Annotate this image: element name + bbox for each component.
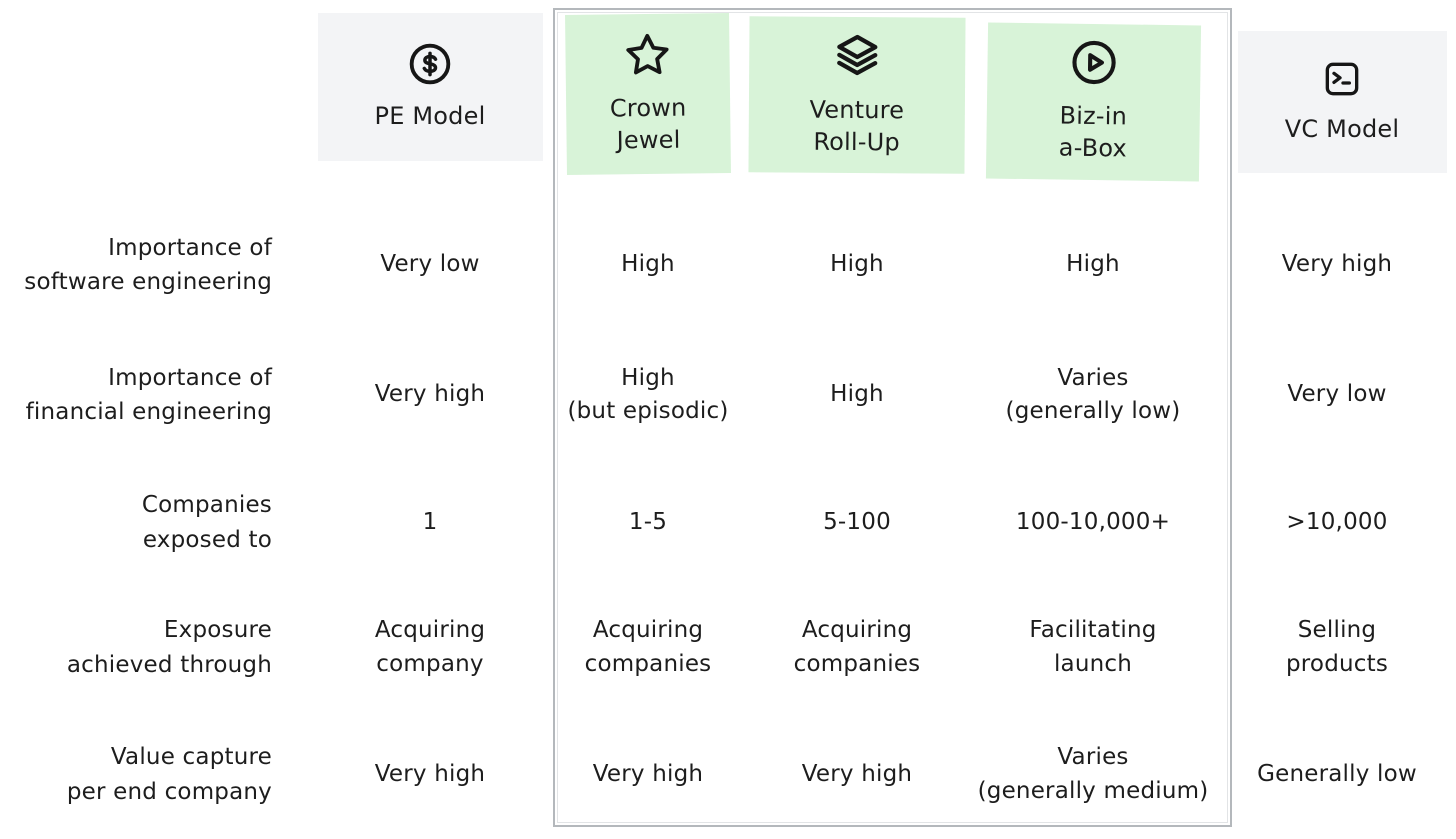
column-label: Venture Roll-Up — [809, 95, 905, 156]
biz-in-a-box-card: Biz-in a-Box — [985, 22, 1201, 182]
cell-exposure-pe: Acquiring company — [374, 617, 486, 677]
vc-model-card: VC Model — [1237, 31, 1447, 173]
cell-value-pe: Very high — [374, 760, 486, 787]
cell-companies-biz-in-a-box: 100-10,000+ — [1015, 508, 1171, 535]
cell-financial-biz-in-a-box: Varies (generally low) — [1005, 364, 1181, 424]
cell-software-biz-in-a-box: High — [1066, 251, 1120, 278]
venture-roll-up-card: Venture Roll-Up — [748, 16, 966, 174]
cell-companies-vc: >10,000 — [1286, 508, 1388, 535]
column-label: Biz-in a-Box — [1058, 101, 1127, 163]
cell-companies-venture-roll-up: 5-100 — [823, 508, 891, 535]
cell-value-crown-jewel: Very high — [592, 760, 704, 787]
cell-exposure-venture-roll-up: Acquiring companies — [793, 617, 921, 677]
column-header-pe-model: PE Model — [310, 0, 550, 200]
pe-model-card: PE Model — [317, 13, 543, 161]
star-icon — [624, 32, 671, 79]
middle-models-outline-box — [553, 8, 1232, 827]
cell-value-vc: Generally low — [1257, 760, 1417, 787]
cell-exposure-vc: Selling products — [1285, 617, 1389, 677]
cell-financial-pe: Very high — [374, 381, 486, 408]
cell-exposure-biz-in-a-box: Facilitating launch — [1029, 617, 1157, 677]
column-label: PE Model — [374, 101, 486, 130]
column-header-crown-jewel: Crown Jewel — [550, 0, 746, 200]
header-spacer — [0, 0, 310, 200]
cell-financial-crown-jewel: High (but episodic) — [567, 364, 729, 424]
column-header-biz-in-a-box: Biz-in a-Box — [968, 0, 1218, 200]
cell-software-venture-roll-up: High — [830, 251, 884, 278]
row-label-software-engineering: Importance of software engineering — [24, 234, 272, 296]
cell-value-biz-in-a-box: Varies (generally medium) — [977, 744, 1209, 804]
crown-jewel-card: Crown Jewel — [565, 13, 731, 175]
row-label-financial-engineering: Importance of financial engineering — [25, 364, 272, 426]
cell-exposure-crown-jewel: Acquiring companies — [584, 617, 712, 677]
row-label-exposure-achieved: Exposure achieved through — [66, 617, 272, 678]
dollar-circle-icon — [408, 42, 452, 86]
cell-financial-vc: Very low — [1287, 381, 1387, 408]
cell-software-vc: Very high — [1281, 251, 1393, 278]
row-label-value-capture: Value capture per end company — [66, 744, 272, 805]
cell-companies-pe: 1 — [422, 508, 438, 535]
cell-companies-crown-jewel: 1-5 — [628, 508, 668, 535]
cell-software-pe: Very low — [380, 251, 480, 278]
column-label: Crown Jewel — [609, 93, 687, 154]
column-header-venture-roll-up: Venture Roll-Up — [746, 0, 968, 200]
play-circle-icon — [1070, 39, 1118, 87]
layers-icon — [833, 32, 881, 80]
cell-value-venture-roll-up: Very high — [801, 760, 913, 787]
column-header-vc-model: VC Model — [1218, 0, 1456, 200]
cell-financial-venture-roll-up: High — [830, 381, 884, 408]
column-label: VC Model — [1284, 114, 1400, 143]
terminal-icon — [1322, 59, 1362, 99]
row-label-companies-exposed: Companies exposed to — [141, 492, 272, 553]
cell-software-crown-jewel: High — [621, 251, 675, 278]
